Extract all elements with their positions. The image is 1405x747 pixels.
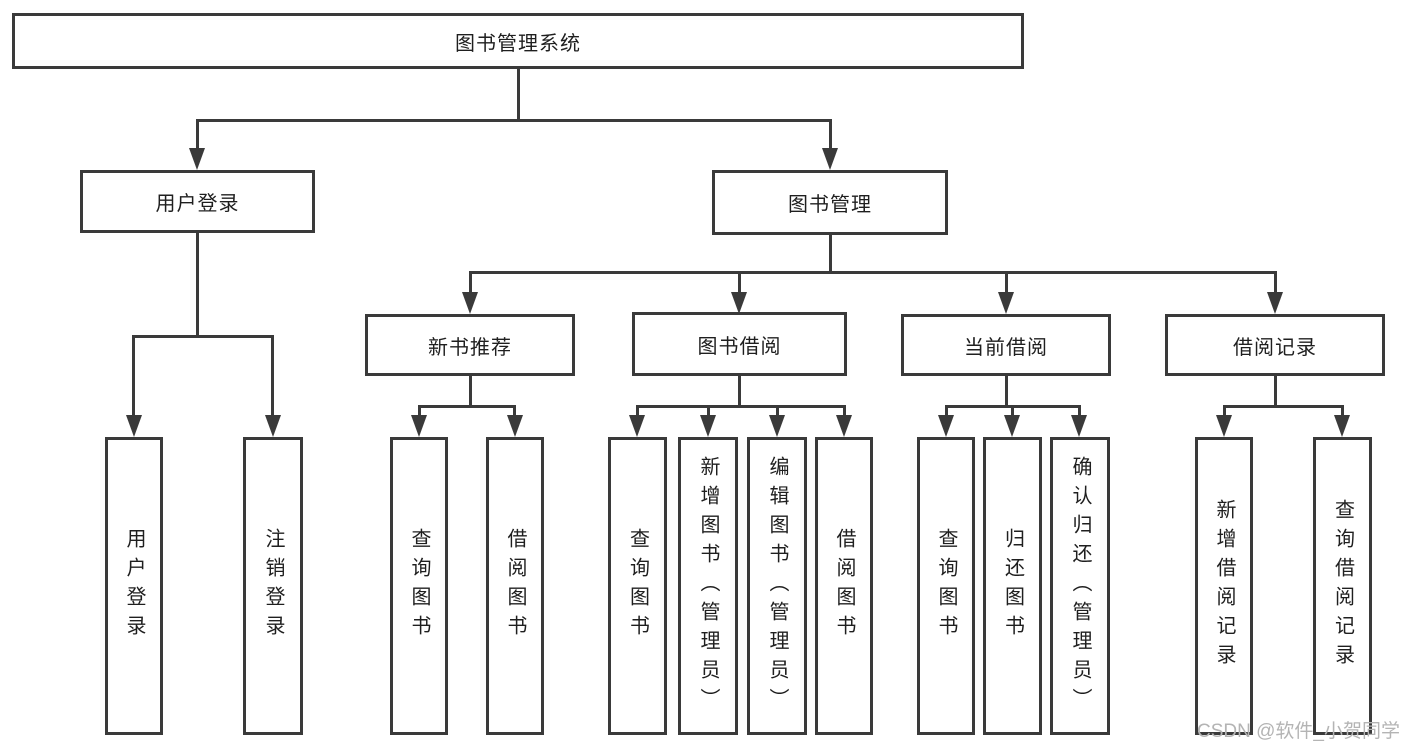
node-current-borrowing: 当前借阅 [901, 314, 1111, 376]
connector-line [945, 405, 948, 417]
connector-line [469, 376, 472, 407]
connector-line [829, 119, 832, 150]
connector-line [469, 271, 472, 295]
node-label: 当前借阅 [964, 336, 1048, 359]
connector-line [843, 405, 846, 417]
connector-line [1341, 405, 1344, 417]
leaf-add-borrow-record: 新增借阅记录 [1195, 437, 1253, 735]
connector-line [738, 376, 741, 407]
node-label: 查询图书 [626, 528, 649, 644]
arrowhead-down-icon [769, 415, 785, 437]
node-label: 确认归还（管理员） [1069, 455, 1091, 717]
arrowhead-down-icon [1334, 415, 1350, 437]
arrowhead-down-icon [1267, 292, 1283, 314]
connector-line [1011, 405, 1014, 417]
connector-line [196, 233, 199, 337]
node-label: 查询图书 [935, 528, 957, 644]
arrowhead-down-icon [731, 292, 747, 314]
connector-line [469, 271, 1277, 274]
connector-line [1078, 405, 1081, 417]
node-label: 借阅图书 [504, 528, 526, 644]
node-library-management-system: 图书管理系统 [12, 13, 1024, 69]
leaf-edit-book-admin: 编辑图书（管理员） [747, 437, 807, 735]
arrowhead-down-icon [1071, 415, 1087, 437]
connector-line [418, 405, 516, 408]
node-label: 图书管理 [788, 194, 872, 216]
leaf-logout: 注销登录 [243, 437, 303, 735]
connector-line [517, 69, 520, 121]
arrowhead-down-icon [462, 292, 478, 314]
node-new-book-recommendation: 新书推荐 [365, 314, 575, 376]
connector-line [196, 119, 199, 150]
node-book-management: 图书管理 [712, 170, 948, 235]
leaf-query-books-current: 查询图书 [917, 437, 975, 735]
arrowhead-down-icon [507, 415, 523, 437]
connector-line [1005, 271, 1008, 295]
arrowhead-down-icon [629, 415, 645, 437]
leaf-borrow-books-borrowing: 借阅图书 [815, 437, 873, 735]
node-label: 编辑图书（管理员） [766, 455, 788, 717]
node-label: 借阅图书 [833, 528, 855, 644]
leaf-query-books-recommend: 查询图书 [390, 437, 448, 735]
node-label: 查询图书 [408, 528, 430, 644]
connector-line [636, 405, 846, 408]
connector-line [776, 405, 779, 417]
connector-line [132, 335, 135, 417]
connector-line [1005, 376, 1008, 407]
connector-line [636, 405, 639, 417]
connector-line [1223, 405, 1343, 408]
node-label: 图书管理系统 [455, 32, 581, 55]
arrowhead-down-icon [998, 292, 1014, 314]
connector-line [829, 235, 832, 274]
arrowhead-down-icon [938, 415, 954, 437]
arrowhead-down-icon [836, 415, 852, 437]
arrowhead-down-icon [1004, 415, 1020, 437]
node-label: 新增图书（管理员） [697, 455, 719, 717]
node-label: 注销登录 [262, 528, 284, 644]
node-label: 新书推荐 [428, 336, 512, 359]
node-label: 用户登录 [155, 193, 240, 215]
node-user-login: 用户登录 [80, 170, 315, 233]
connector-line [132, 335, 274, 338]
connector-line [418, 405, 421, 417]
connector-line [196, 119, 832, 122]
connector-line [271, 335, 274, 417]
leaf-query-borrow-record: 查询借阅记录 [1313, 437, 1372, 735]
arrowhead-down-icon [189, 148, 205, 170]
leaf-user-login: 用户登录 [105, 437, 163, 735]
arrowhead-down-icon [822, 148, 838, 170]
node-label: 查询借阅记录 [1331, 499, 1354, 673]
arrowhead-down-icon [411, 415, 427, 437]
connector-line [1274, 376, 1277, 407]
connector-line [1274, 271, 1277, 295]
leaf-add-book-admin: 新增图书（管理员） [678, 437, 738, 735]
leaf-query-books-borrowing: 查询图书 [608, 437, 667, 735]
node-label: 用户登录 [123, 528, 145, 644]
connector-line [1223, 405, 1226, 417]
node-book-borrowing: 图书借阅 [632, 312, 847, 376]
connector-line [513, 405, 516, 417]
leaf-borrow-books-recommend: 借阅图书 [486, 437, 544, 735]
leaf-return-books: 归还图书 [983, 437, 1042, 735]
arrowhead-down-icon [265, 415, 281, 437]
connector-line [707, 405, 710, 417]
connector-line [738, 271, 741, 295]
watermark: CSDN @软件_小贺同学 [1197, 721, 1400, 742]
arrowhead-down-icon [700, 415, 716, 437]
node-label: 借阅记录 [1233, 336, 1317, 359]
node-label: 归还图书 [1001, 528, 1024, 644]
arrowhead-down-icon [126, 415, 142, 437]
node-borrowing-records: 借阅记录 [1165, 314, 1385, 376]
arrowhead-down-icon [1216, 415, 1232, 437]
leaf-confirm-return-admin: 确认归还（管理员） [1050, 437, 1110, 735]
node-label: 图书借阅 [697, 335, 782, 358]
node-label: 新增借阅记录 [1213, 499, 1235, 673]
